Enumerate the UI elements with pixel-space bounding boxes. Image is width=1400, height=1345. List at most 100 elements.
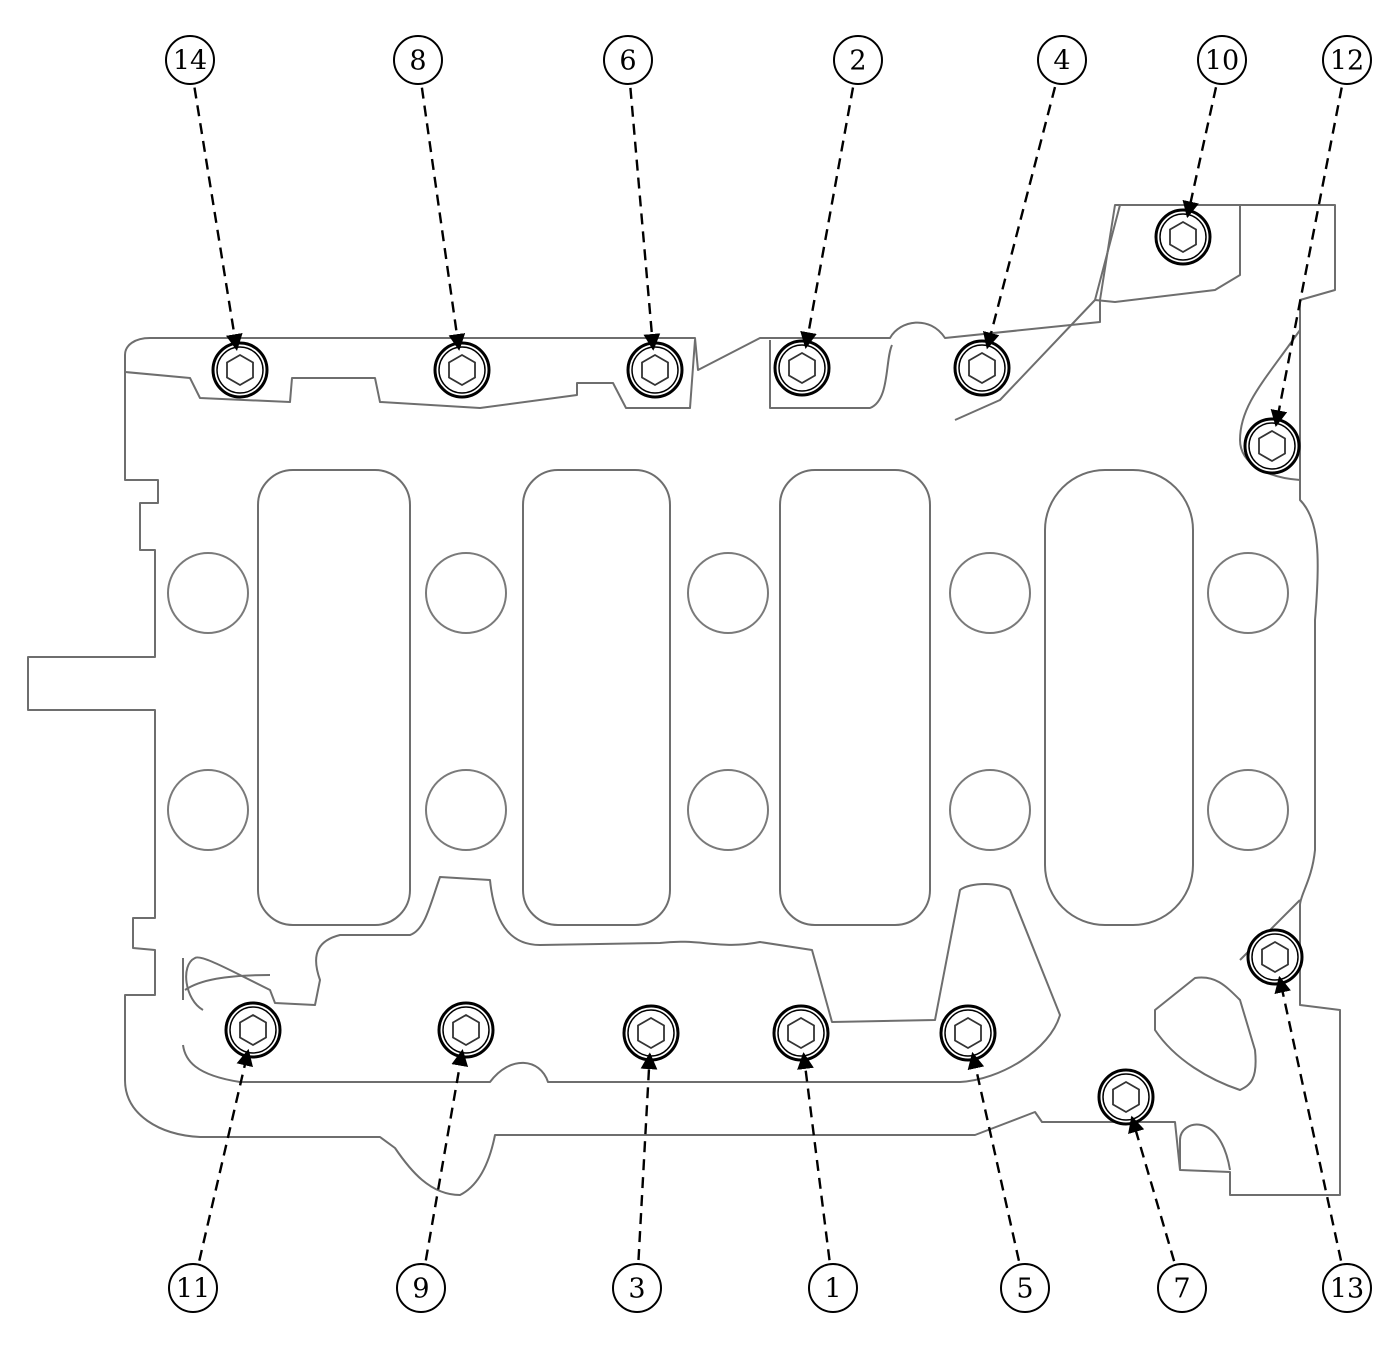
hex-socket-icon [452, 1013, 480, 1047]
bolt-3 [622, 1004, 680, 1062]
leader-line-11 [198, 1048, 253, 1261]
leader-line-10 [1182, 87, 1218, 219]
leader-line-12 [1270, 87, 1343, 428]
callout-circle [168, 1263, 218, 1313]
leader-line-5 [967, 1051, 1021, 1261]
bolt-ring [1246, 928, 1304, 986]
bolt-ring [224, 1001, 282, 1059]
hex-socket-icon [1112, 1080, 1140, 1114]
opening-upper-1 [167, 552, 249, 634]
callout-number: 11 [176, 1274, 210, 1305]
bolt-ring [939, 1004, 997, 1062]
bolt-7 [1097, 1068, 1155, 1126]
bolt-5 [939, 1004, 997, 1062]
callout-4: 4 [1037, 35, 1087, 85]
callout-number: 2 [849, 46, 866, 77]
callout-circle [1322, 1263, 1372, 1313]
bolt-washer [1102, 1073, 1150, 1121]
callout-number: 1 [824, 1274, 841, 1305]
bolts [211, 208, 1304, 1126]
bolt-10 [1154, 208, 1212, 266]
leader-line-14 [193, 87, 243, 351]
callout-10: 10 [1197, 35, 1247, 85]
callout-13: 13 [1322, 1263, 1372, 1313]
opening-lower-3 [687, 769, 769, 851]
callout-circle [1000, 1263, 1050, 1313]
hex-socket-icon [448, 353, 476, 387]
opening-upper-5 [1207, 552, 1289, 634]
callout-number: 5 [1016, 1274, 1033, 1305]
callout-number: 10 [1205, 46, 1239, 77]
bolt-ring [1097, 1068, 1155, 1126]
callout-circle [396, 1263, 446, 1313]
bearing-pocket-3 [779, 469, 931, 926]
callout-circle [393, 35, 443, 85]
callout-7: 7 [1157, 1263, 1207, 1313]
housing-outer-edge [27, 204, 1341, 1196]
opening-lower-1 [167, 769, 249, 851]
leader-line-7 [1128, 1115, 1176, 1262]
bearing-pocket-4 [1044, 469, 1194, 926]
callout-3: 3 [612, 1263, 662, 1313]
round-openings [167, 552, 1289, 851]
hex-socket-icon [239, 1013, 267, 1047]
opening-upper-4 [949, 552, 1031, 634]
callout-5: 5 [1000, 1263, 1050, 1313]
bolt-ring [433, 341, 491, 399]
hex-socket-icon [954, 1016, 982, 1050]
callout-circle [1322, 35, 1372, 85]
leader-line-8 [420, 87, 466, 351]
hex-socket-icon [1258, 429, 1286, 463]
leader-line-2 [800, 87, 855, 349]
bolt-6 [626, 341, 684, 399]
callout-number: 8 [409, 46, 426, 77]
bolt-14 [211, 341, 269, 399]
hex-socket-icon [1261, 940, 1289, 974]
top-flange-line [124, 339, 893, 409]
bolt-ring [211, 341, 269, 399]
opening-upper-3 [687, 552, 769, 634]
callout-number: 7 [1173, 1274, 1190, 1305]
hex-socket-icon [637, 1016, 665, 1050]
leader-line-1 [797, 1052, 831, 1261]
bolt-ring [1243, 417, 1301, 475]
opening-lower-4 [949, 769, 1031, 851]
callout-circle [1037, 35, 1087, 85]
opening-lower-5 [1207, 769, 1289, 851]
bottom-flange-line [182, 876, 1061, 1083]
bolt-ring [773, 339, 831, 397]
callout-number: 3 [628, 1274, 645, 1305]
callout-circle [1197, 35, 1247, 85]
callout-circle [165, 35, 215, 85]
callout-14: 14 [165, 35, 215, 85]
hex-socket-icon [226, 353, 254, 387]
callout-number: 13 [1330, 1274, 1364, 1305]
bolt-12 [1243, 417, 1301, 475]
callout-circle [1157, 1263, 1207, 1313]
callout-number: 14 [173, 46, 207, 77]
bolt-13 [1246, 928, 1304, 986]
bolt-2 [773, 339, 831, 397]
bolt-ring [953, 339, 1011, 397]
housing-outline [27, 204, 1341, 1196]
bearing-pocket-2 [522, 469, 671, 926]
bolt-1 [772, 1004, 830, 1062]
bolt-ring [437, 1001, 495, 1059]
bolt-ring [622, 1004, 680, 1062]
callout-circle [603, 35, 653, 85]
bottom-left-clip [182, 958, 271, 1000]
bearing-pocket-1 [257, 469, 411, 926]
callout-2: 2 [833, 35, 883, 85]
hex-socket-icon [641, 353, 669, 387]
callout-6: 6 [603, 35, 653, 85]
leader-line-3 [637, 1052, 658, 1261]
callout-12: 12 [1322, 35, 1372, 85]
opening-upper-2 [425, 552, 507, 634]
callout-8: 8 [393, 35, 443, 85]
hex-socket-icon [788, 351, 816, 385]
callout-circle [808, 1263, 858, 1313]
callout-circle [612, 1263, 662, 1313]
hex-socket-icon [1169, 220, 1197, 254]
